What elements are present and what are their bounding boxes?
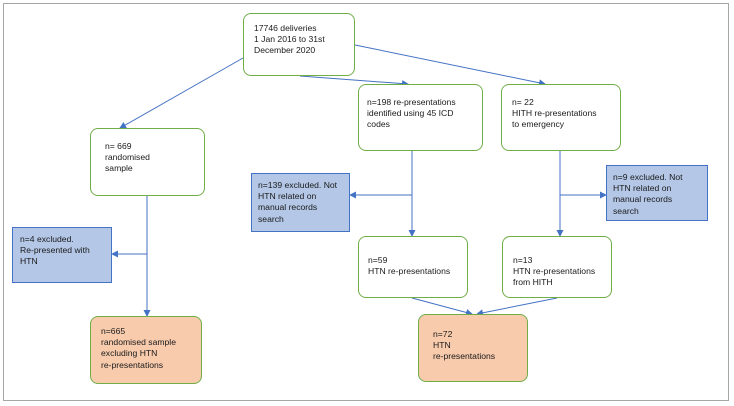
node-randomised-sample: n= 669 randomised sample: [90, 128, 205, 196]
node-icd-re-presentations: n=198 re-presentations identified using …: [358, 84, 483, 151]
node-excluded-9: n=9 excluded. Not HTN related on manual …: [606, 165, 708, 221]
arrow-deliveries-to-randomised: [119, 57, 244, 129]
arrow-deliveries-to-hith: [354, 44, 546, 87]
arrow-deliveries-to-icd: [299, 75, 409, 88]
node-final-72: n=72 HTN re-presentations: [418, 314, 528, 382]
node-htn-59: n=59 HTN re-presentations: [358, 236, 468, 298]
arrow-htn59-to-final72: [411, 297, 473, 316]
node-final-665: n=665 randomised sample excluding HTN re…: [90, 316, 202, 384]
arrow-htn13-to-final72: [476, 297, 558, 317]
node-hith-re-presentations: n= 22 HITH re-presentations to emergency: [501, 84, 621, 151]
node-htn-13: n=13 HTN re-presentations from HITH: [502, 236, 612, 298]
node-excluded-4: n=4 excluded. Re-presented with HTN: [12, 227, 112, 283]
diagram-frame: [3, 3, 729, 401]
node-deliveries: 17746 deliveries 1 Jan 2016 to 31st Dece…: [243, 13, 355, 76]
node-excluded-139: n=139 excluded. Not HTN related on manua…: [251, 173, 350, 232]
